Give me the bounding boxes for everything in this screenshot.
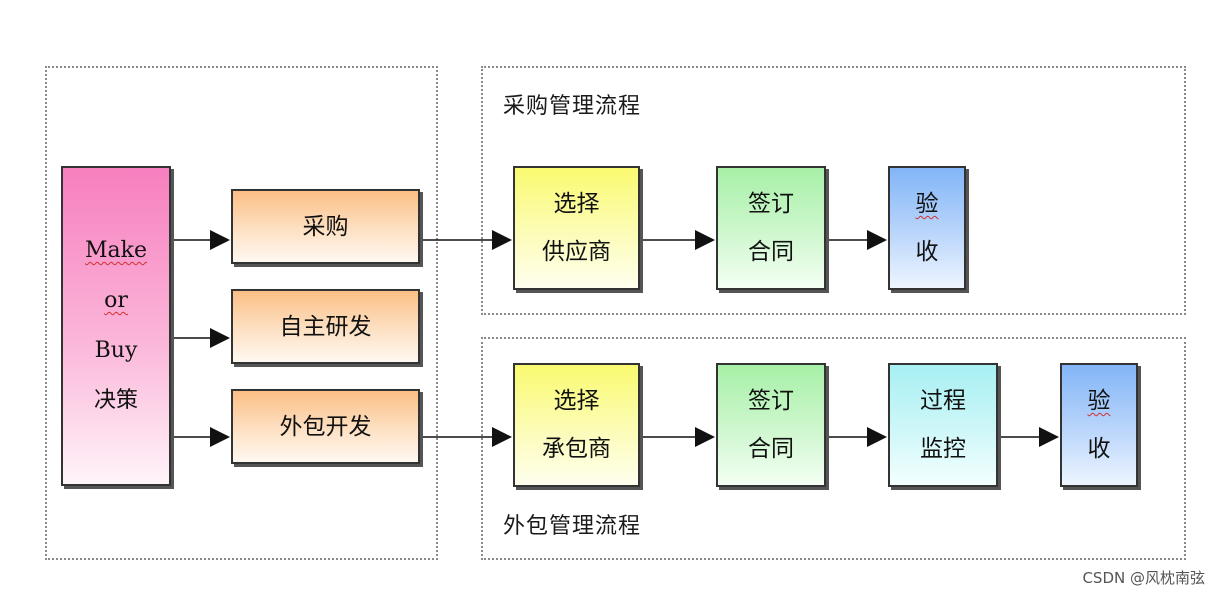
step-line: 验: [1087, 388, 1111, 414]
step-line: 验: [915, 191, 939, 217]
decision-line-or: or: [104, 288, 128, 313]
self-develop-option-label: 自主研发: [279, 313, 372, 340]
purchase-process-panel: [481, 66, 1186, 315]
outsource-sign-contract-step: 签订 合同: [716, 363, 826, 487]
step-line: 收: [915, 239, 939, 265]
step-line: 合同: [748, 239, 794, 265]
outsource-process-title: 外包管理流程: [503, 514, 642, 539]
purchase-process-title: 采购管理流程: [503, 94, 642, 119]
step-line: 供应商: [542, 239, 611, 265]
step-line: 签订: [748, 388, 794, 414]
select-contractor-step: 选择 承包商: [513, 363, 640, 487]
purchase-option-box: 采购: [231, 189, 420, 264]
purchase-option-label: 采购: [302, 213, 349, 240]
arrowhead: [695, 230, 715, 250]
decision-panel: [45, 66, 438, 560]
step-line: 选择: [553, 388, 600, 414]
arrowhead: [492, 230, 512, 250]
self-develop-option-box: 自主研发: [231, 289, 420, 364]
make-or-buy-decision-box: Make or Buy 决策: [61, 166, 171, 486]
select-supplier-step: 选择 供应商: [513, 166, 640, 290]
step-line: 过程: [920, 388, 966, 414]
arrowhead: [695, 427, 715, 447]
arrowhead: [210, 230, 230, 250]
arrowhead: [492, 427, 512, 447]
arrowhead: [1039, 427, 1059, 447]
step-line: 承包商: [542, 436, 611, 462]
arrowhead: [867, 230, 887, 250]
outsource-acceptance-step: 验 收: [1060, 363, 1138, 487]
step-line: 监控: [920, 436, 966, 462]
arrowhead: [867, 427, 887, 447]
decision-line-decision: 决策: [93, 388, 138, 413]
step-line: 收: [1087, 436, 1111, 462]
outsource-option-label: 外包开发: [279, 413, 372, 440]
purchase-sign-contract-step: 签订 合同: [716, 166, 826, 290]
step-line: 合同: [748, 436, 794, 462]
purchase-acceptance-step: 验 收: [888, 166, 966, 290]
step-line: 选择: [553, 191, 600, 217]
step-line: 签订: [748, 191, 794, 217]
arrowhead: [210, 427, 230, 447]
decision-line-buy: Buy: [94, 338, 138, 363]
arrowhead: [210, 328, 230, 348]
csdn-watermark: CSDN @风枕南弦: [1082, 569, 1205, 587]
outsource-option-box: 外包开发: [231, 389, 420, 464]
process-monitoring-step: 过程 监控: [888, 363, 998, 487]
outsource-process-panel: [481, 337, 1186, 560]
decision-line-make: Make: [85, 238, 147, 263]
